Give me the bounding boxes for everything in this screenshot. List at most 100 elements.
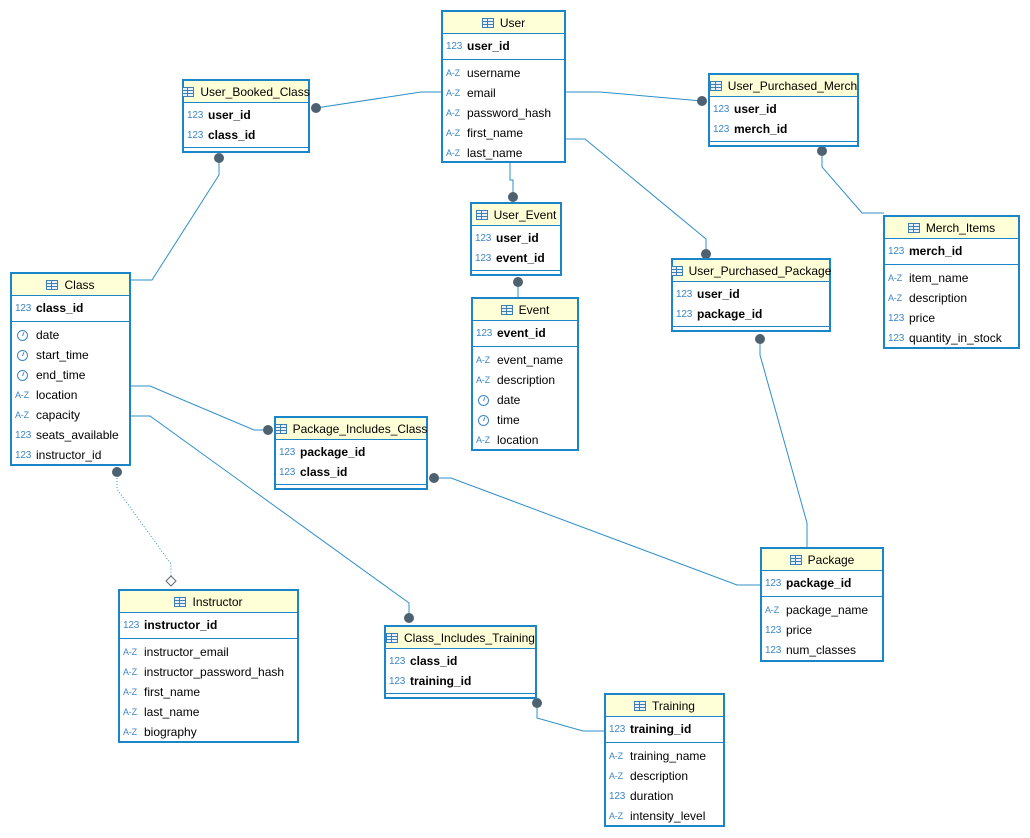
string-type-icon: A-Z xyxy=(15,410,29,420)
attribute-name: description xyxy=(909,291,968,305)
numeric-type-icon: 123 xyxy=(187,129,204,141)
attribute-name: instructor_id xyxy=(36,448,102,462)
entity-header: User_Event xyxy=(472,204,560,226)
attribute-last-name: A-Z last_name xyxy=(443,143,564,163)
entity-title: User_Purchased_Package xyxy=(688,264,832,278)
string-type-icon: A-Z xyxy=(765,605,779,615)
attribute-name: date xyxy=(36,328,60,342)
attribute-name: first_name xyxy=(467,126,524,140)
string-type-icon: A-Z xyxy=(446,148,460,158)
attribute-name: last_name xyxy=(467,146,523,160)
attribute-intensity-level: A-Z intensity_level xyxy=(606,806,723,826)
string-type-icon: A-Z xyxy=(446,88,460,98)
entity-title: Training xyxy=(652,699,695,713)
rel-user-purchased-merch xyxy=(566,91,707,106)
clock-icon xyxy=(17,369,28,381)
rel-user-event xyxy=(508,162,518,202)
rel-user-purchased-package xyxy=(566,138,711,259)
entity-title: Merch_Items xyxy=(925,221,996,235)
attribute-name: first_name xyxy=(144,685,201,699)
entity-title: Class xyxy=(64,278,95,292)
entity-header: User_Purchased_Package xyxy=(670,260,832,282)
attribute-date: date xyxy=(473,390,577,410)
attribute-name: instructor_email xyxy=(144,645,229,659)
attribute-name: num_classes xyxy=(786,643,857,657)
attribute-name: package_id xyxy=(697,307,763,321)
attribute-name: seats_available xyxy=(36,428,119,442)
string-type-icon: A-Z xyxy=(123,647,137,657)
table-icon xyxy=(46,280,59,290)
numeric-type-icon: 123 xyxy=(475,232,492,244)
string-type-icon: A-Z xyxy=(123,727,137,737)
table-icon xyxy=(789,555,802,565)
entity-header: User xyxy=(443,12,564,34)
numeric-type-icon: 123 xyxy=(279,446,296,458)
attribute-name: class_id xyxy=(208,128,256,142)
attribute-name: intensity_level xyxy=(630,809,706,823)
clock-icon xyxy=(17,329,28,341)
attribute-name: class_id xyxy=(300,465,348,479)
attribute-name: merch_id xyxy=(909,244,963,258)
entity-header: Package xyxy=(762,549,882,571)
numeric-type-icon: 123 xyxy=(676,308,693,320)
rel-class-package-includes-class xyxy=(130,385,273,435)
rel-event-user-event xyxy=(513,277,523,299)
numeric-type-icon: 123 xyxy=(609,790,626,802)
attribute-name: event_name xyxy=(497,353,564,367)
rel-merch-items-purchased-merch xyxy=(817,146,884,214)
table-icon xyxy=(475,210,488,220)
clock-icon xyxy=(17,349,28,361)
string-type-icon: A-Z xyxy=(609,811,623,821)
numeric-type-icon: 123 xyxy=(765,644,782,656)
attribute-name: instructor_id xyxy=(144,618,218,632)
numeric-type-icon: 123 xyxy=(713,103,730,115)
attribute-name: password_hash xyxy=(467,106,552,120)
attribute-name: user_id xyxy=(208,108,251,122)
attribute-name: date xyxy=(497,393,521,407)
rel-class-user-booked-class xyxy=(130,153,224,281)
entity-header: Event xyxy=(473,299,577,321)
attribute-end-time: end_time xyxy=(12,365,129,385)
attribute-name: instructor_password_hash xyxy=(144,665,285,679)
entity-header: Merch_Items xyxy=(885,217,1018,239)
table-icon xyxy=(709,81,722,91)
